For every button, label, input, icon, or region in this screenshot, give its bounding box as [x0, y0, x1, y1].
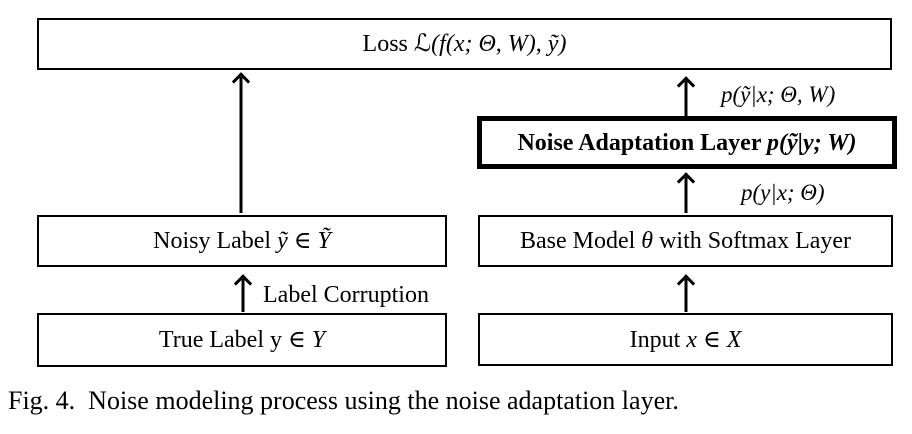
loss-box-label: Loss — [362, 31, 414, 57]
noise-adaptation-label: Noise Adaptation Layer — [517, 129, 768, 156]
true-label-box: True Label y ∈ Y — [37, 313, 447, 367]
base-model-text-suffix: with Softmax Layer — [653, 228, 852, 254]
true-label-text: True Label y ∈ — [158, 327, 312, 353]
loss-box: Loss ℒ(f(x; Θ, W), ỹ) — [37, 18, 892, 70]
p-y-given-x-label: p(y|x; Θ) — [741, 180, 825, 205]
noisy-label-text: Noisy Label — [153, 228, 278, 254]
input-box: Input x ∈ X — [478, 313, 893, 366]
label-corruption-text: Label Corruption — [263, 282, 429, 308]
arrow-input-to-base — [677, 275, 695, 312]
arrow-adaptation-to-loss — [677, 77, 695, 116]
base-model-text-prefix: Base Model — [519, 228, 642, 254]
base-model-theta: θ — [641, 228, 654, 254]
arrow-noisy-to-loss — [232, 73, 250, 213]
arrow-true-to-noisy — [234, 275, 252, 312]
input-box-text: Input — [629, 326, 687, 353]
base-model-box: Base Model θ with Softmax Layer — [478, 215, 893, 267]
input-box-formula: x ∈ X — [686, 326, 742, 353]
figure-caption: Fig. 4. Noise modeling process using the… — [8, 386, 679, 415]
noise-adaptation-formula: p(ỹ|y; W) — [767, 129, 857, 156]
p-noisy-given-x-label: p(ỹ|x; Θ, W) — [721, 82, 836, 107]
noisy-label-formula: ỹ ∈ Ỹ — [277, 228, 331, 254]
noisy-label-box: Noisy Label ỹ ∈ Ỹ — [37, 215, 447, 267]
loss-box-formula: ℒ(f(x; Θ, W), ỹ) — [413, 31, 567, 57]
true-label-formula: Y — [311, 327, 326, 353]
noise-adaptation-layer-box: Noise Adaptation Layer p(ỹ|y; W) — [477, 116, 897, 169]
arrow-base-to-adaptation — [677, 173, 695, 213]
